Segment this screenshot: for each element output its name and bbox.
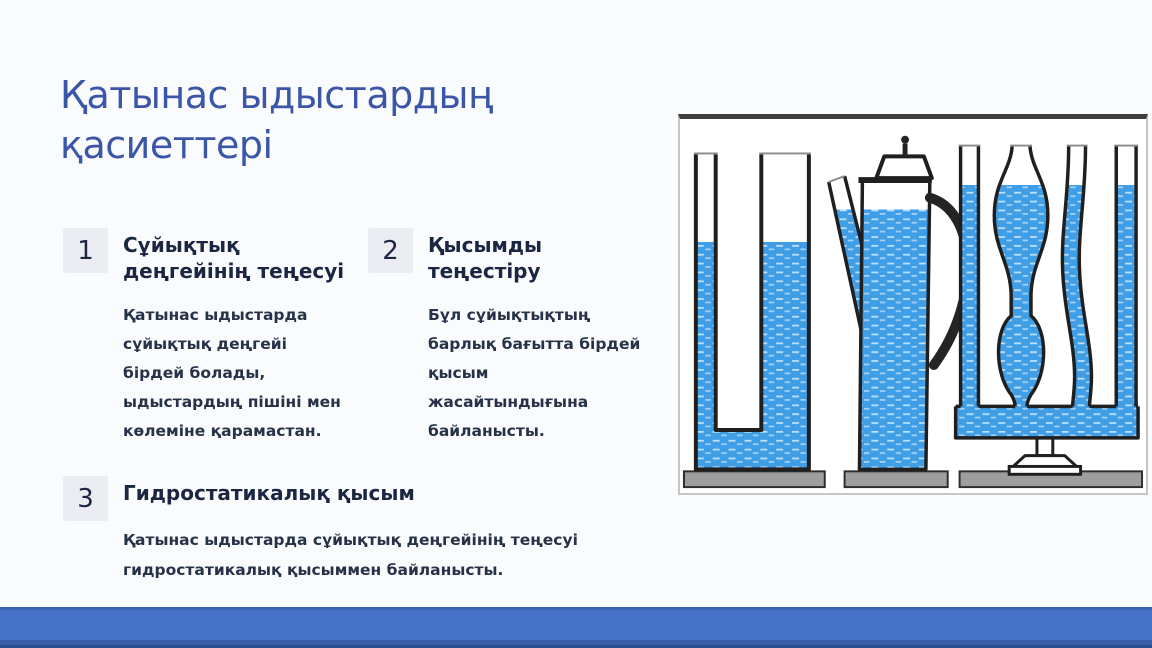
item-body: Қатынас ыдыстарда сұйықтық деңгейі бірде… bbox=[123, 306, 341, 440]
item-heading: Гидростатикалық қысым bbox=[123, 481, 415, 505]
vessel-base-stands bbox=[682, 470, 1144, 489]
communicating-vessels-illustration bbox=[682, 135, 1144, 489]
item-heading: Сұйықтық деңгейінің теңесуі bbox=[123, 233, 345, 283]
footer-accent-bar bbox=[0, 607, 1152, 648]
communicating-vessels-figure bbox=[678, 114, 1148, 495]
item-heading: Қысымды теңестіру bbox=[428, 233, 543, 283]
teapot-lid bbox=[874, 154, 934, 181]
list-item-hydrostatic-pressure: 3 Гидростатикалық қысым Қатынас ыдыстард… bbox=[63, 476, 643, 585]
u-tube-vessel bbox=[693, 152, 811, 472]
item-body: Бұл сұйықтықтың барлық бағытта бірдей қы… bbox=[428, 306, 641, 440]
item-number-badge: 3 bbox=[63, 476, 108, 521]
item-text: Сұйықтық деңгейінің теңесуі Қатынас ыдыс… bbox=[123, 228, 361, 446]
item-text: Гидростатикалық қысым Қатынас ыдыстарда … bbox=[123, 476, 595, 585]
item-body: Қатынас ыдыстарда сұйықтық деңгейінің те… bbox=[123, 531, 578, 579]
item-number-badge: 2 bbox=[368, 228, 413, 273]
list-item-liquid-level: 1 Сұйықтық деңгейінің теңесуі Қатынас ыд… bbox=[63, 228, 365, 446]
shaped-tubes-vessel bbox=[953, 144, 1140, 476]
teapot-vessel bbox=[827, 135, 973, 472]
item-number-badge: 1 bbox=[63, 228, 108, 273]
slide-title: Қатынас ыдыстардың қасиеттері bbox=[60, 73, 493, 167]
list-item-pressure-equalization: 2 Қысымды теңестіру Бұл сұйықтықтың барл… bbox=[368, 228, 660, 446]
item-text: Қысымды теңестіру Бұл сұйықтықтың барлық… bbox=[428, 228, 650, 446]
